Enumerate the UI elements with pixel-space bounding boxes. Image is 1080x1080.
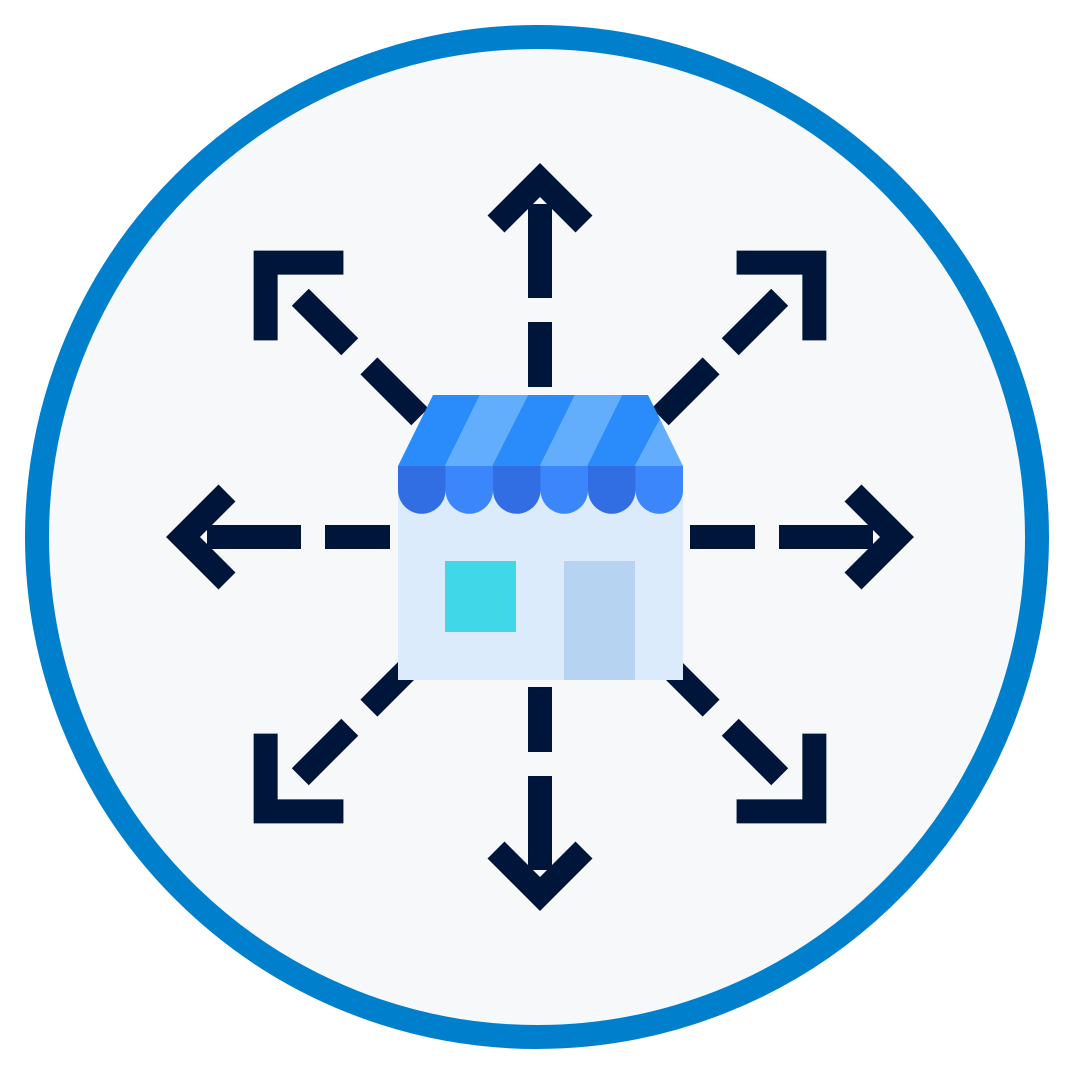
- store-window: [445, 561, 516, 632]
- valance-scallop: [635, 466, 683, 514]
- arrow-dash: [651, 357, 720, 426]
- awning-stripe: [635, 419, 683, 466]
- arrow-up-left-icon: [253, 250, 429, 426]
- arrow-up-right-icon: [651, 250, 827, 426]
- arrow-down-icon: [487, 687, 593, 911]
- store-door: [564, 561, 635, 680]
- arrow-head: [166, 484, 236, 590]
- arrow-dash: [360, 357, 429, 426]
- valance-scallop: [493, 466, 541, 514]
- arrow-head: [253, 733, 344, 824]
- storefront-icon: [398, 395, 683, 680]
- arrow-right-icon: [690, 484, 914, 590]
- arrow-head: [736, 250, 827, 341]
- awning-stripe: [492, 395, 575, 466]
- arrow-shaft: [721, 288, 789, 356]
- awning-stripe: [587, 395, 660, 466]
- arrow-shaft: [291, 718, 359, 786]
- arrow-head: [736, 733, 827, 824]
- store-wall: [398, 488, 683, 680]
- awning-valance: [398, 466, 683, 514]
- arrow-head: [487, 163, 593, 233]
- awning-stripe: [540, 395, 622, 466]
- arrows-group: [166, 163, 914, 911]
- arrow-head: [253, 250, 344, 341]
- valance-scallop: [540, 466, 588, 514]
- arrow-up-icon: [487, 163, 593, 387]
- arrow-head: [487, 841, 593, 911]
- store-awning: [398, 395, 683, 466]
- arrow-shaft: [721, 718, 789, 786]
- valance-scallop: [445, 466, 493, 514]
- awning-stripe: [398, 395, 480, 466]
- awning-stripe: [445, 395, 528, 466]
- valance-scallop: [588, 466, 636, 514]
- arrow-left-icon: [166, 484, 390, 590]
- valance-scallop: [398, 466, 446, 514]
- arrow-shaft: [291, 288, 359, 356]
- arrow-head: [844, 484, 914, 590]
